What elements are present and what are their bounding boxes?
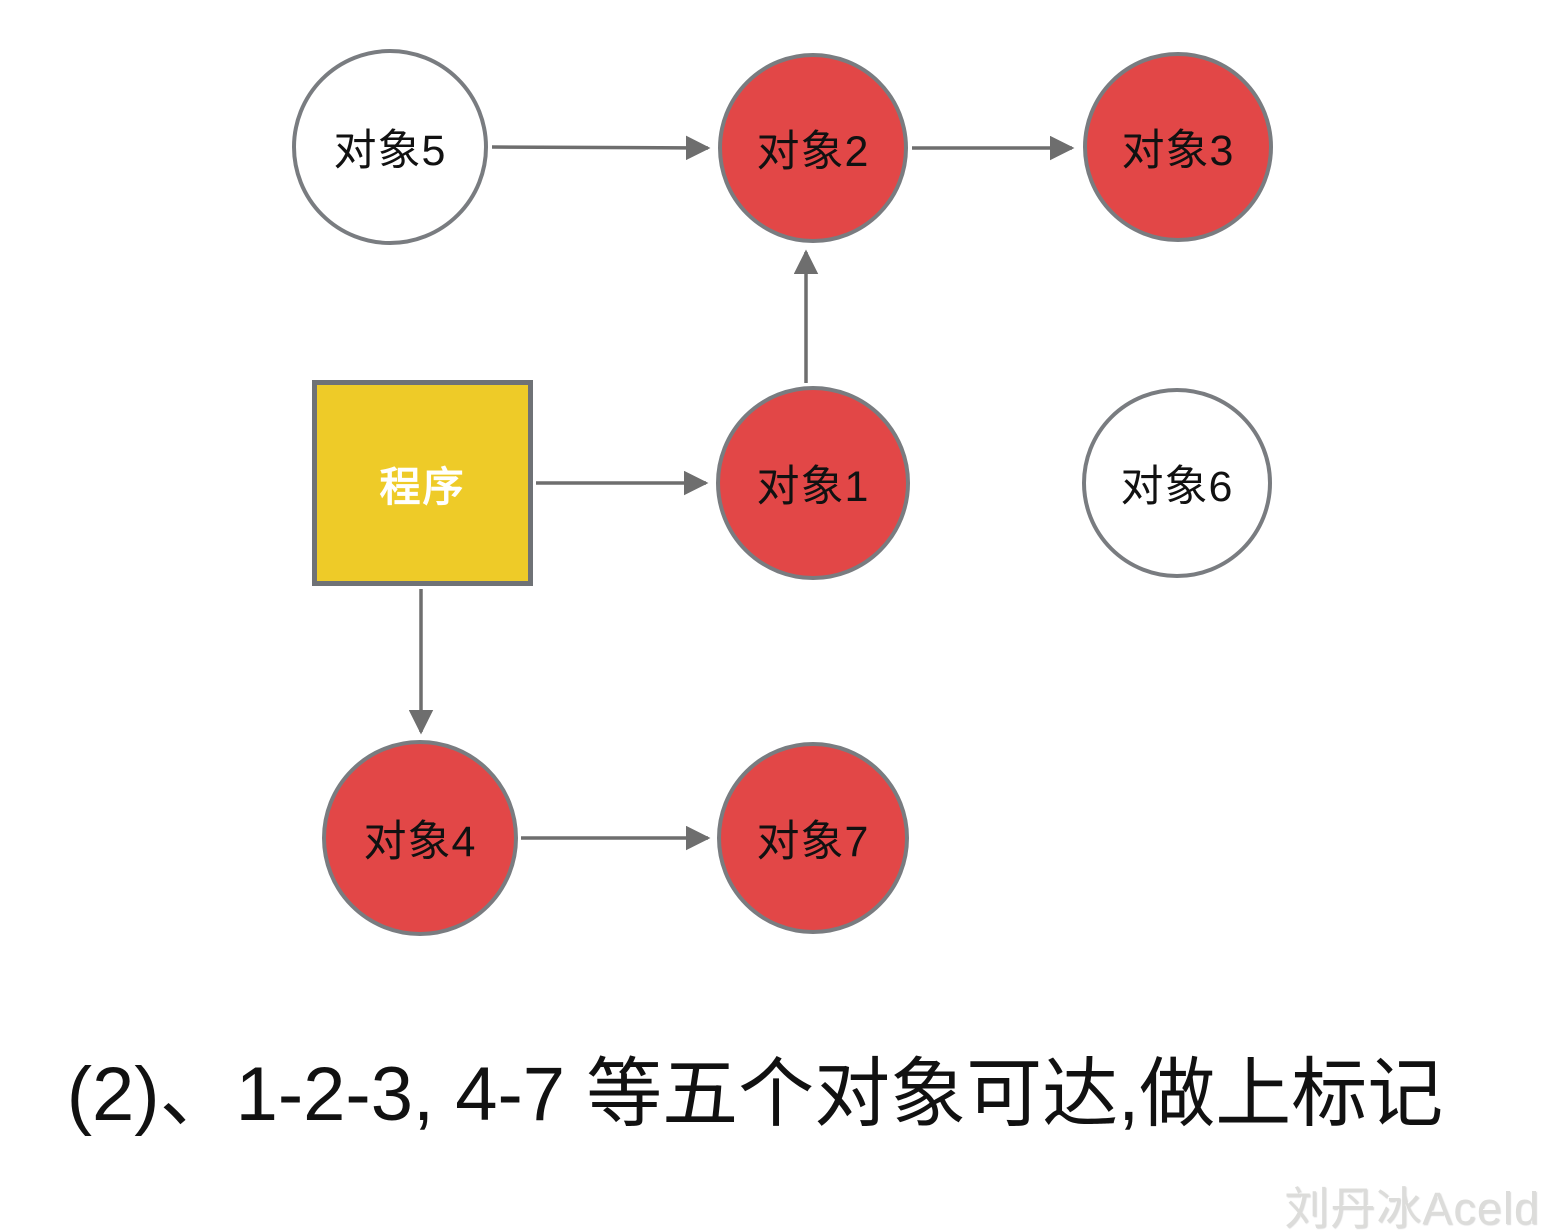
- arrow-obj5-to-obj2: [491, 135, 711, 161]
- node-object-7: 对象7: [717, 742, 909, 934]
- node-object-7-label: 对象7: [756, 818, 870, 866]
- node-object-4-label: 对象4: [363, 818, 477, 866]
- program-root-node: 程序: [312, 380, 533, 586]
- node-object-6-label: 对象6: [1120, 463, 1234, 511]
- node-object-3-label: 对象3: [1121, 127, 1235, 175]
- node-object-1: 对象1: [716, 386, 910, 580]
- node-object-6: 对象6: [1082, 388, 1272, 578]
- program-root-label: 程序: [379, 464, 466, 510]
- node-object-1-label: 对象1: [756, 463, 870, 511]
- step-caption: (2)、1-2-3, 4-7 等五个对象可达,做上标记: [66, 1052, 1444, 1137]
- node-object-4: 对象4: [322, 740, 518, 936]
- node-object-5-label: 对象5: [333, 127, 447, 175]
- node-object-5: 对象5: [292, 49, 488, 245]
- node-object-3: 对象3: [1083, 52, 1273, 242]
- node-object-2-label: 对象2: [756, 128, 870, 176]
- node-object-2: 对象2: [718, 53, 908, 243]
- author-watermark: 刘丹冰Aceld: [1284, 1183, 1540, 1230]
